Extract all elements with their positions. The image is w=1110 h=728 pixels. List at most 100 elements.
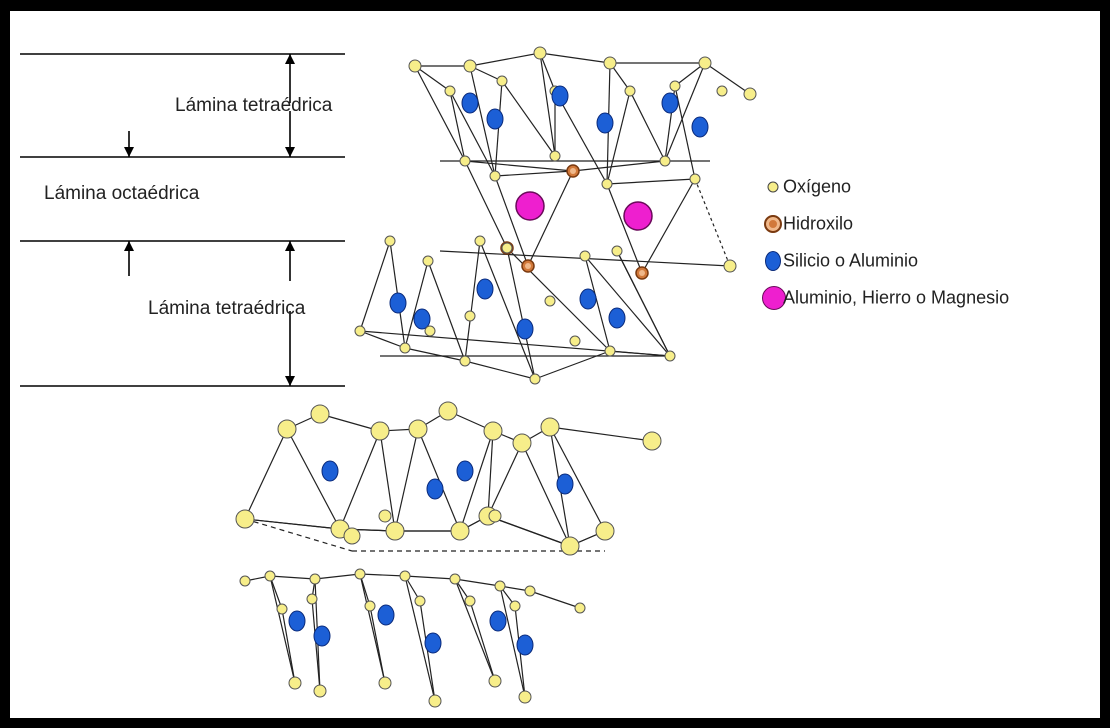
oxygen-atom [464,595,476,607]
oxygen-atom [698,56,712,70]
oxygen-atom [669,80,681,92]
bond-bot-top [359,573,406,577]
silicon-atom [476,278,494,300]
oxygen-atom [723,259,737,273]
silicon-atom [424,632,442,654]
tetra-bottom [311,598,321,692]
arrow-top-down-head [285,147,295,157]
tetra-lower [584,255,671,357]
legend-label-oxygen: Oxígeno [783,176,852,196]
silicon-atom [389,292,407,314]
layer-guides [20,53,345,387]
arrow-oct-down-head [124,147,134,157]
oxygen-atom [569,335,581,347]
tetra-top [414,65,451,92]
oxygen-atom [449,573,461,585]
tetra-mid [549,426,606,532]
aluminum-atom [623,201,653,231]
bond-mid-top [549,426,653,442]
bond-bot-top [314,573,361,580]
oxygen-atom [579,250,591,262]
oxygen-atom [399,342,411,354]
clay-mineral-structure [20,46,757,708]
bond-oct [464,160,574,172]
oct-face [606,183,643,274]
silicon-atom [551,85,569,107]
oxygen-atom [378,676,392,690]
label-tetrahedral-sheet-top: Lámina tetraédrica [175,95,333,116]
oxygen-atom [560,536,580,556]
hydroxyl-atom-core [525,263,531,269]
oxygen-atom [529,373,541,385]
tetra-bottom [269,575,296,684]
atoms [235,46,757,708]
oxygen-atom [604,345,616,357]
silicon-atom [313,625,331,647]
oct-face [494,170,574,177]
silicon-atom [456,460,474,482]
silicon-atom [516,634,534,656]
oxygen-atom [313,684,327,698]
silicon-atom [556,473,574,495]
tetra-top [539,52,556,92]
oct-face [527,170,574,267]
oxygen-atom [385,521,405,541]
oxygen-atom [428,694,442,708]
arrow-top-up-head [285,54,295,64]
label-tetrahedral-sheet-bottom: Lámina tetraédrica [148,298,306,319]
oxygen-atom [544,295,556,307]
tetra-mid [244,428,288,520]
tetra-top [664,62,706,162]
diagram-frame: Lámina tetraédrica Lámina octaédrica Lám… [7,8,1103,721]
oxygen-atom [689,173,701,185]
silicon-atom [377,604,395,626]
oxygen-dot-icon [767,181,779,192]
aluminum-atom [515,191,545,221]
oxygen-atom [309,573,321,585]
oxygen-atom [494,580,506,592]
tetra-bottom [269,575,283,610]
oxygen-atom [310,404,330,424]
tetra-top [606,90,631,185]
tetra-bottom [359,573,371,607]
oxygen-atom [624,85,636,97]
tetra-mid [339,430,381,530]
oxygen-atom [659,155,671,167]
tetra-mid [459,430,494,532]
bond-mid-top [319,413,381,432]
tetra-lower [404,260,429,349]
oxygen-atom [408,59,422,73]
oct-face [641,178,696,274]
tetra-lower [464,360,536,380]
oxygen-atom [483,421,503,441]
oxygen-atom [408,419,428,439]
oxygen-atom [378,509,392,523]
tetra-lower [506,247,536,380]
tetra-lower [427,260,466,362]
tetra-bottom [469,600,496,682]
oxygen-atom [343,527,361,545]
oxygen-atom [354,325,366,337]
hydroxyl-atom-core [570,168,576,174]
oxygen-atom [264,570,276,582]
tetra-bottom [499,585,526,698]
tetra-lower [464,240,481,362]
silicon-atom [489,610,507,632]
oxygen-atom [611,245,623,257]
bond-top-b [501,80,556,157]
tetra-mid [487,515,571,547]
bond-oct [572,160,666,172]
tetra-mid [244,518,341,530]
tetra-mid [379,430,396,532]
bond-top-a [539,52,611,64]
oxygen-atom [370,421,390,441]
oxygen-atom [384,235,396,247]
tetra-mid [394,428,419,532]
silicon-dot-icon [765,250,781,271]
tetra-lower [404,347,466,362]
tetra-top [539,52,556,157]
oxygen-atom [496,75,508,87]
oxygen-atom [603,56,617,70]
oxygen-atom [424,325,436,337]
oxygen-atom [399,570,411,582]
